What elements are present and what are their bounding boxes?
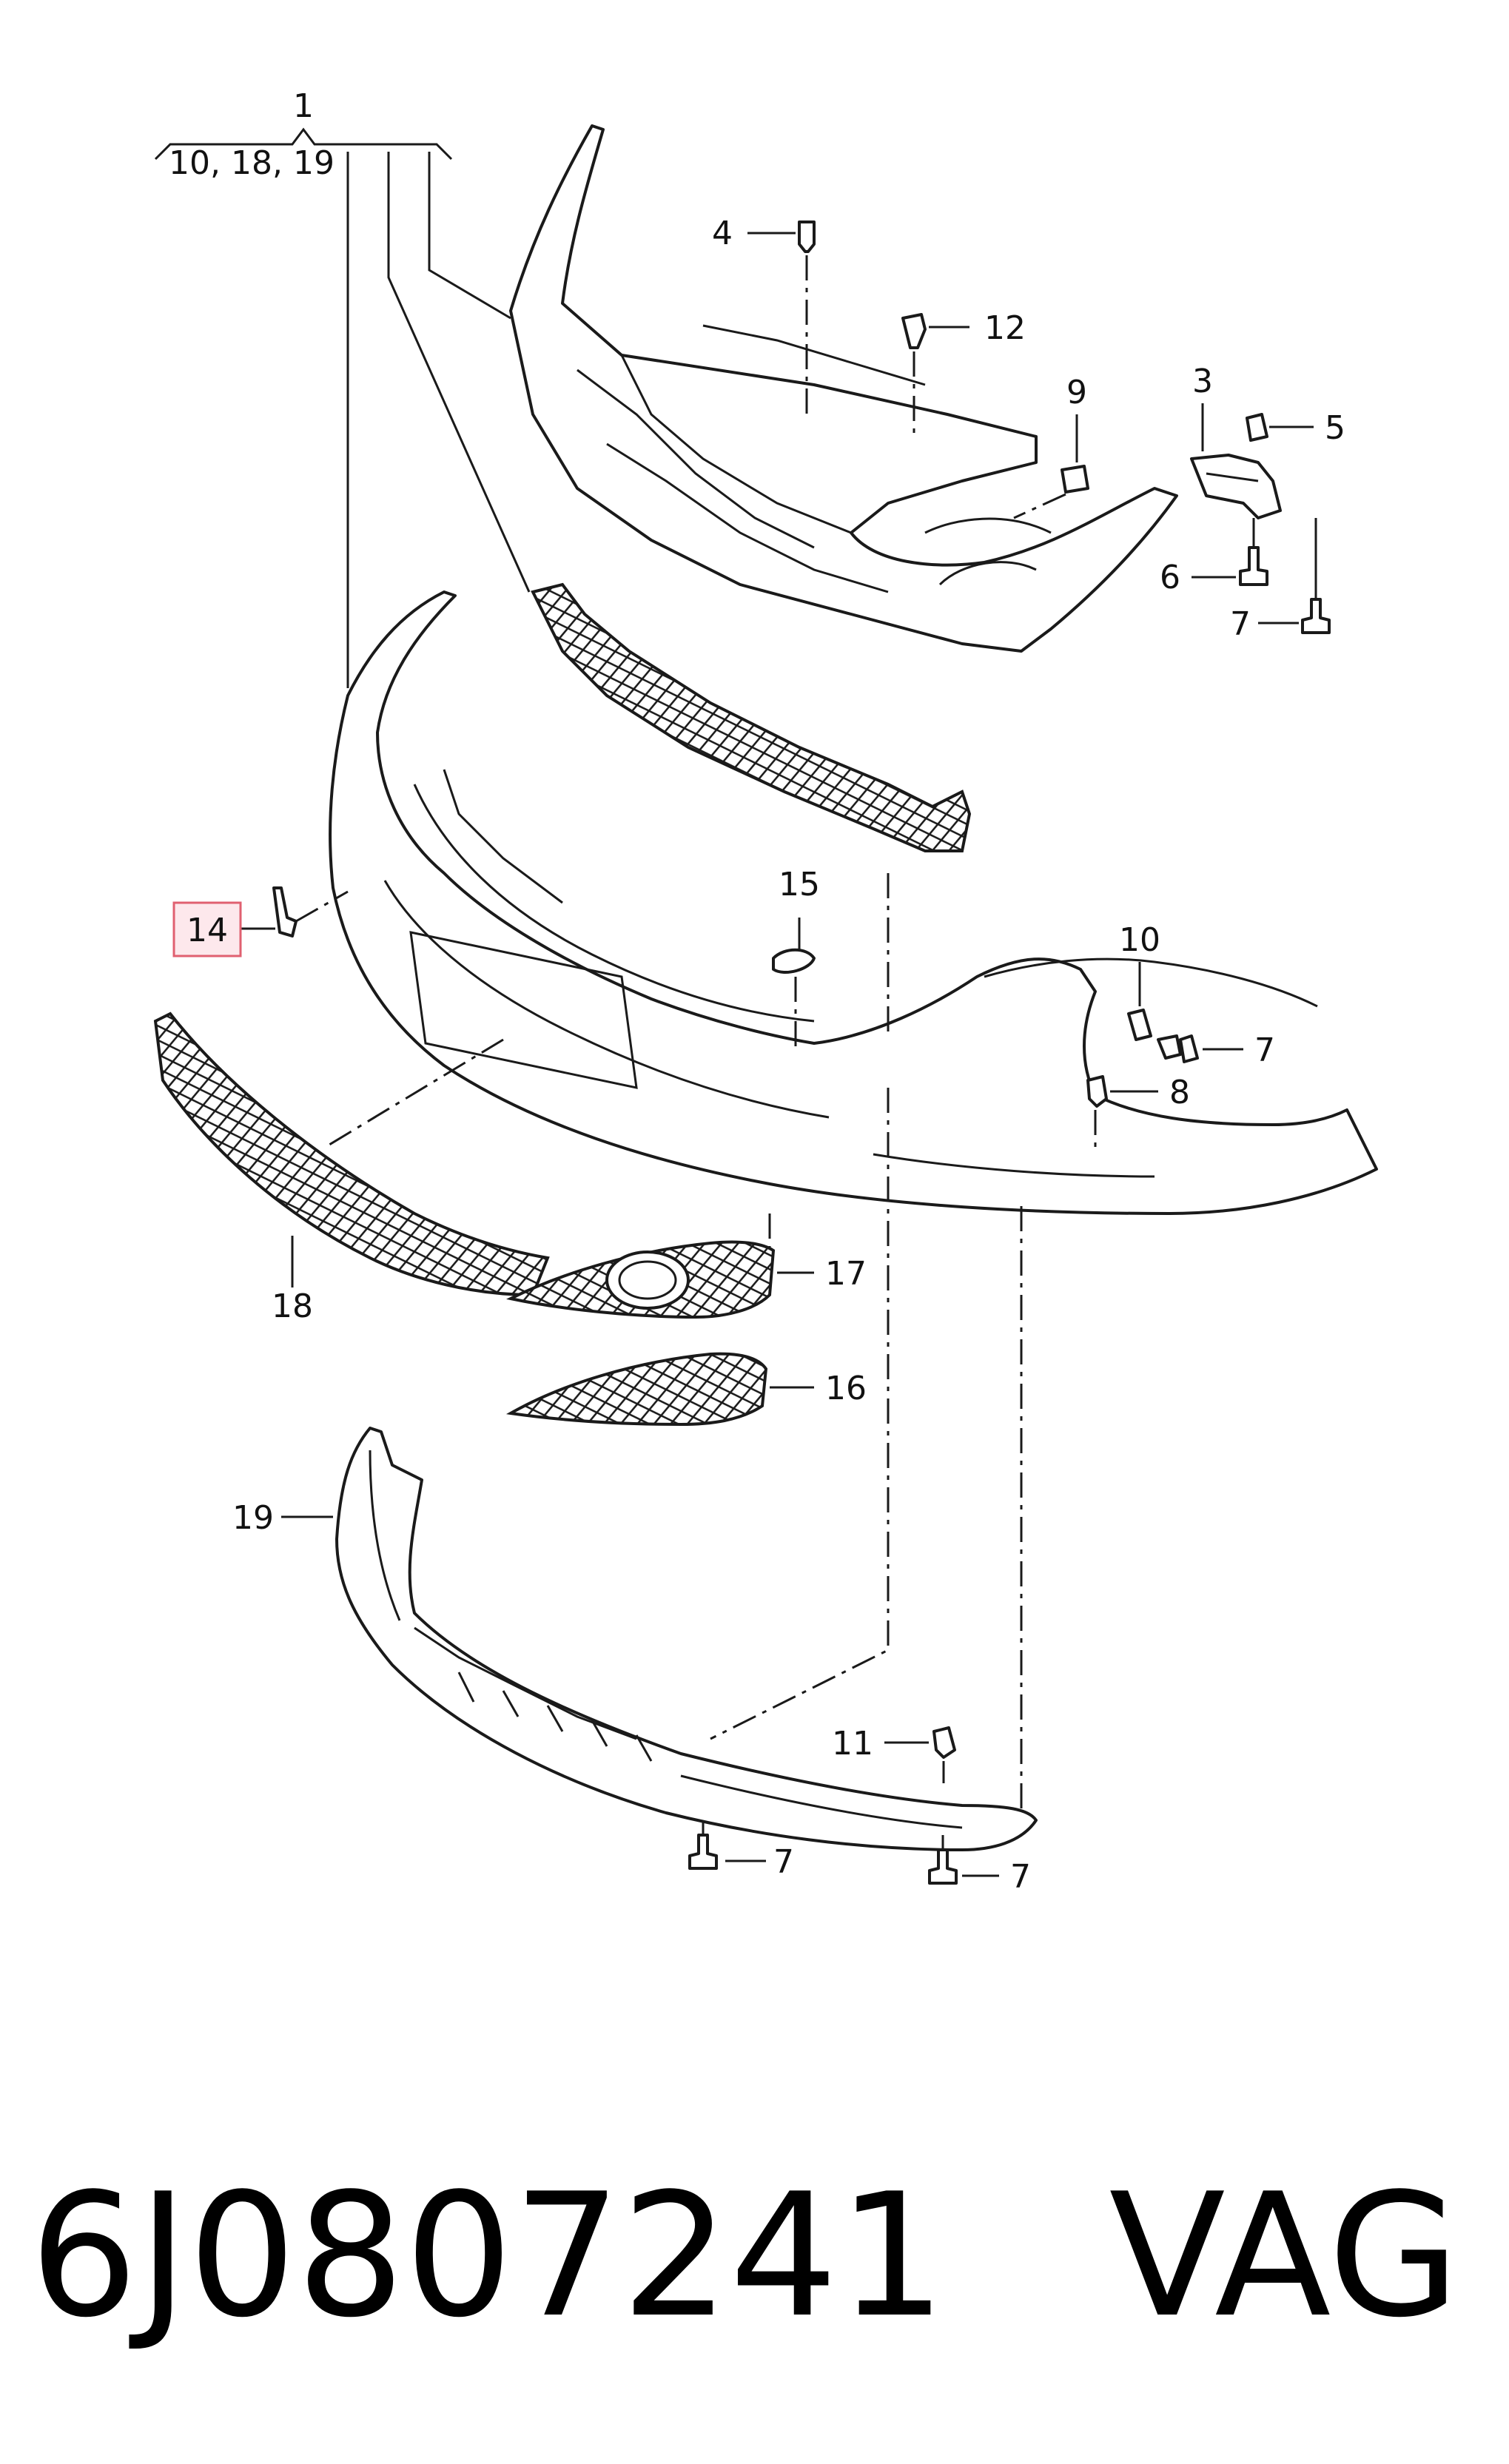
callout-3: 3 — [1192, 363, 1213, 400]
callout-19: 19 — [232, 1499, 274, 1537]
callout-8: 8 — [1169, 1074, 1190, 1111]
part-9: 9 — [1013, 374, 1089, 519]
part-15-cover: 15 — [772, 866, 820, 1051]
callout-1-bracket — [154, 127, 453, 161]
callout-1-group: 1 10, 18, 19 — [154, 87, 531, 688]
bumper-cover — [329, 590, 1378, 1215]
part-7d-screw: 7 — [928, 1835, 1031, 1896]
callout-17: 17 — [825, 1255, 867, 1293]
part-7c-screw: 7 — [688, 1820, 794, 1881]
callout-15: 15 — [779, 866, 820, 903]
lower-spoiler-19: 19 — [232, 1427, 1038, 1851]
callout-5: 5 — [1325, 409, 1345, 447]
callout-7c: 7 — [773, 1843, 794, 1881]
callout-7a: 7 — [1230, 605, 1251, 643]
part-5-nut: 5 — [1246, 409, 1345, 447]
fog-grille-17: 17 — [506, 1240, 867, 1319]
license-plate-recess — [409, 931, 638, 1089]
part-10: 10 — [1119, 921, 1160, 1041]
part-12-clip: 12 — [901, 309, 1026, 437]
callout-10: 10 — [1119, 921, 1160, 959]
part-caption: 6J0807241 VAG — [30, 2146, 1495, 2368]
part-3-bracket: 3 — [1190, 363, 1282, 519]
part-6-screw: 6 — [1160, 518, 1268, 596]
brand-name: VAG — [1109, 2158, 1460, 2355]
callout-16: 16 — [825, 1370, 867, 1407]
callout-9: 9 — [1066, 374, 1087, 411]
callout-14: 14 — [186, 912, 228, 949]
callout-1: 1 — [293, 87, 314, 125]
callout-12: 12 — [984, 309, 1026, 347]
part-4-clip: 4 — [712, 215, 816, 414]
callout-1-sub: 10, 18, 19 — [169, 144, 335, 182]
part-8-clip: 8 — [1086, 1074, 1190, 1154]
part-11-clip: 11 — [832, 1725, 956, 1783]
leader-1c — [428, 152, 511, 320]
callout-14-highlight-box — [172, 901, 242, 957]
upper-air-guide — [531, 582, 972, 852]
part-7a-screw: 7 — [1230, 518, 1331, 643]
callout-7d: 7 — [1010, 1858, 1031, 1896]
callout-4: 4 — [712, 215, 733, 252]
callout-18: 18 — [272, 1287, 313, 1325]
callout-7b: 7 — [1254, 1031, 1275, 1069]
side-grille-16: 16 — [505, 1352, 867, 1427]
part-14-bracket: 14 — [172, 886, 349, 957]
leader-1b — [387, 152, 531, 593]
bumper-carrier — [509, 124, 1178, 653]
callout-11: 11 — [832, 1725, 873, 1763]
part-7b-screw: 7 — [1157, 1031, 1275, 1069]
callout-6: 6 — [1160, 559, 1180, 596]
part-number: 6J0807241 — [30, 2158, 947, 2355]
